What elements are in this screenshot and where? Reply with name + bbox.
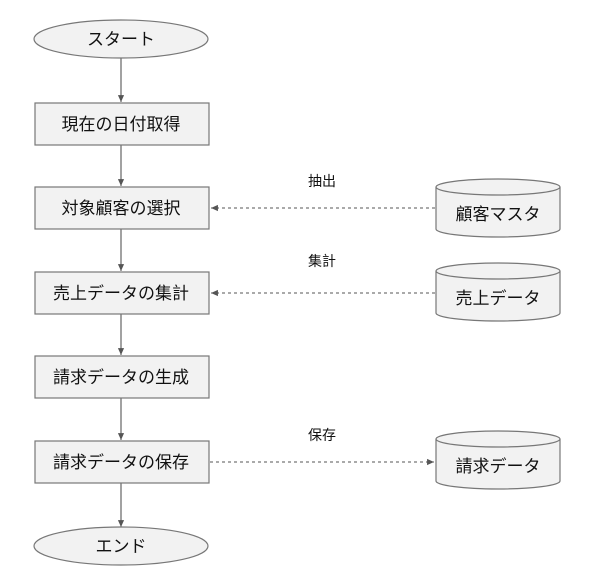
process-aggregate-sales-label: 売上データの集計 bbox=[53, 283, 189, 304]
process-save-invoice-label: 請求データの保存 bbox=[53, 452, 189, 473]
datastore-sales-data-label: 売上データ bbox=[456, 288, 541, 309]
datastore-invoice-data: 請求データ bbox=[435, 430, 561, 490]
process-aggregate-sales: 売上データの集計 bbox=[34, 271, 210, 315]
datastore-invoice-data-label: 請求データ bbox=[456, 456, 541, 477]
process-get-date: 現在の日付取得 bbox=[34, 102, 210, 146]
terminal-start: スタート bbox=[33, 19, 209, 59]
terminal-start-label: スタート bbox=[87, 30, 155, 50]
process-save-invoice: 請求データの保存 bbox=[34, 440, 210, 484]
process-get-date-label: 現在の日付取得 bbox=[62, 115, 181, 135]
process-generate-invoice-label: 請求データの生成 bbox=[53, 367, 189, 388]
process-select-customers-label: 対象顧客の選択 bbox=[62, 199, 181, 219]
datastore-customer-master: 顧客マスタ bbox=[435, 178, 561, 238]
process-select-customers: 対象顧客の選択 bbox=[34, 186, 210, 230]
terminal-end: エンド bbox=[33, 526, 209, 566]
process-generate-invoice: 請求データの生成 bbox=[34, 355, 210, 399]
edge-label-extract: 抽出 bbox=[308, 174, 336, 190]
terminal-end-label: エンド bbox=[96, 537, 147, 557]
datastore-sales-data: 売上データ bbox=[435, 262, 561, 322]
edge-label-aggregate: 集計 bbox=[308, 253, 336, 270]
edge-label-save: 保存 bbox=[308, 428, 336, 444]
datastore-customer-master-label: 顧客マスタ bbox=[456, 205, 541, 225]
